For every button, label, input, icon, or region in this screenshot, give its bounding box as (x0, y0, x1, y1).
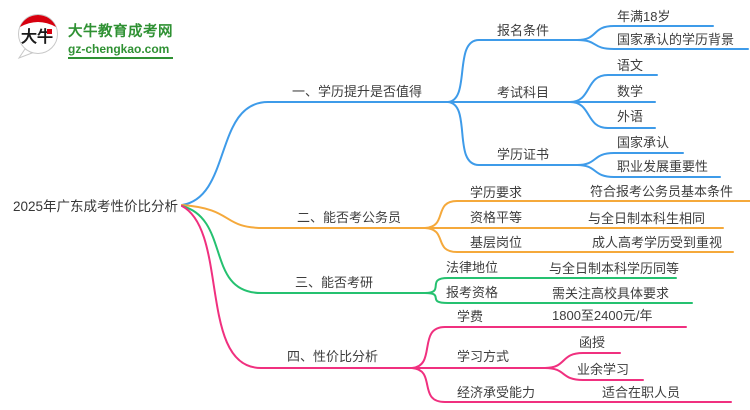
leaf-node-2-2-1: 与全日制本科生相同 (588, 211, 706, 226)
site-logo: 大牛 大牛教育成考网 gz-chengkao.com (16, 12, 173, 60)
link-root-branch1 (181, 101, 449, 206)
link-root-branch2 (181, 204, 426, 229)
leaf-node-1-1-1: 年满18岁 (617, 9, 671, 24)
child-node-3-1: 法律地位 (446, 260, 499, 275)
leaf-node-1-2-1: 语文 (617, 58, 644, 73)
leaf-node-4-3-1: 适合在职人员 (602, 385, 681, 400)
child-node-2-3: 基层岗位 (470, 235, 523, 250)
leaf-node-4-1-1: 1800至2400元/年 (552, 308, 653, 323)
link-root-branch4 (181, 205, 413, 369)
branch2-connectors (181, 200, 750, 253)
leaf-node-2-1-1: 符合报考公务员基本条件 (590, 184, 734, 199)
leaf-node-1-2-2: 数学 (617, 84, 644, 99)
link-child2-leaf3 (569, 101, 656, 129)
branch-node-4: 四、性价比分析 (287, 349, 379, 364)
link-root-branch3 (181, 205, 426, 294)
leaf-node-1-2-3: 外语 (617, 109, 644, 124)
child-node-1-1: 报名条件 (497, 23, 550, 38)
child-node-4-3: 经济承受能力 (457, 385, 536, 400)
link-branch1-child3 (447, 101, 578, 166)
branch4-connectors (181, 205, 732, 403)
link-branch3-row2 (424, 292, 693, 304)
child-node-3-2: 报考资格 (446, 285, 499, 300)
logo-icon-text: 大牛 (21, 27, 53, 46)
logo-text-block: 大牛教育成考网 gz-chengkao.com (68, 20, 173, 59)
link-row2-leaf2 (544, 367, 644, 381)
child-node-2-1: 学历要求 (470, 185, 523, 200)
link-child3-leaf2 (576, 164, 721, 178)
link-branch4-row1 (411, 326, 687, 369)
child-node-2-2: 资格平等 (470, 210, 523, 225)
child-node-4-2: 学习方式 (457, 349, 510, 364)
leaf-node-4-2-1: 函授 (579, 335, 606, 350)
child-node-1-2: 考试科目 (497, 85, 550, 100)
leaf-node-1-1-2: 国家承认的学历背景 (617, 32, 735, 47)
site-url: gz-chengkao.com (68, 42, 173, 59)
logo-bull-icon: 大牛 (17, 14, 58, 60)
branch1-connectors (181, 25, 749, 206)
branch-node-3: 三、能否考研 (295, 275, 374, 290)
leaf-node-2-3-1: 成人高考学历受到重视 (592, 235, 723, 250)
branch-node-1: 一、学历提升是否值得 (292, 84, 423, 99)
leaf-node-3-1-1: 与全日制本科学历同等 (549, 261, 680, 276)
leaf-node-1-3-1: 国家承认 (617, 135, 670, 150)
leaf-node-4-2-2: 业余学习 (577, 362, 630, 377)
link-child1-leaf2 (576, 39, 749, 50)
link-child2-leaf1 (569, 74, 658, 103)
link-branch2-row1 (424, 200, 750, 229)
link-branch2-row3 (424, 227, 734, 253)
root-node: 2025年广东成考性价比分析 (13, 199, 179, 214)
link-branch4-row3 (411, 367, 732, 403)
link-branch1-child1 (447, 39, 578, 103)
child-node-1-3: 学历证书 (497, 147, 550, 162)
child-node-4-1: 学费 (457, 309, 484, 324)
leaf-node-1-3-2: 职业发展重要性 (617, 159, 709, 174)
branch3-connectors (181, 205, 693, 304)
site-name: 大牛教育成考网 (68, 24, 173, 40)
leaf-node-3-2-1: 需关注高校具体要求 (552, 286, 670, 301)
branch-node-2: 二、能否考公务员 (297, 210, 402, 225)
